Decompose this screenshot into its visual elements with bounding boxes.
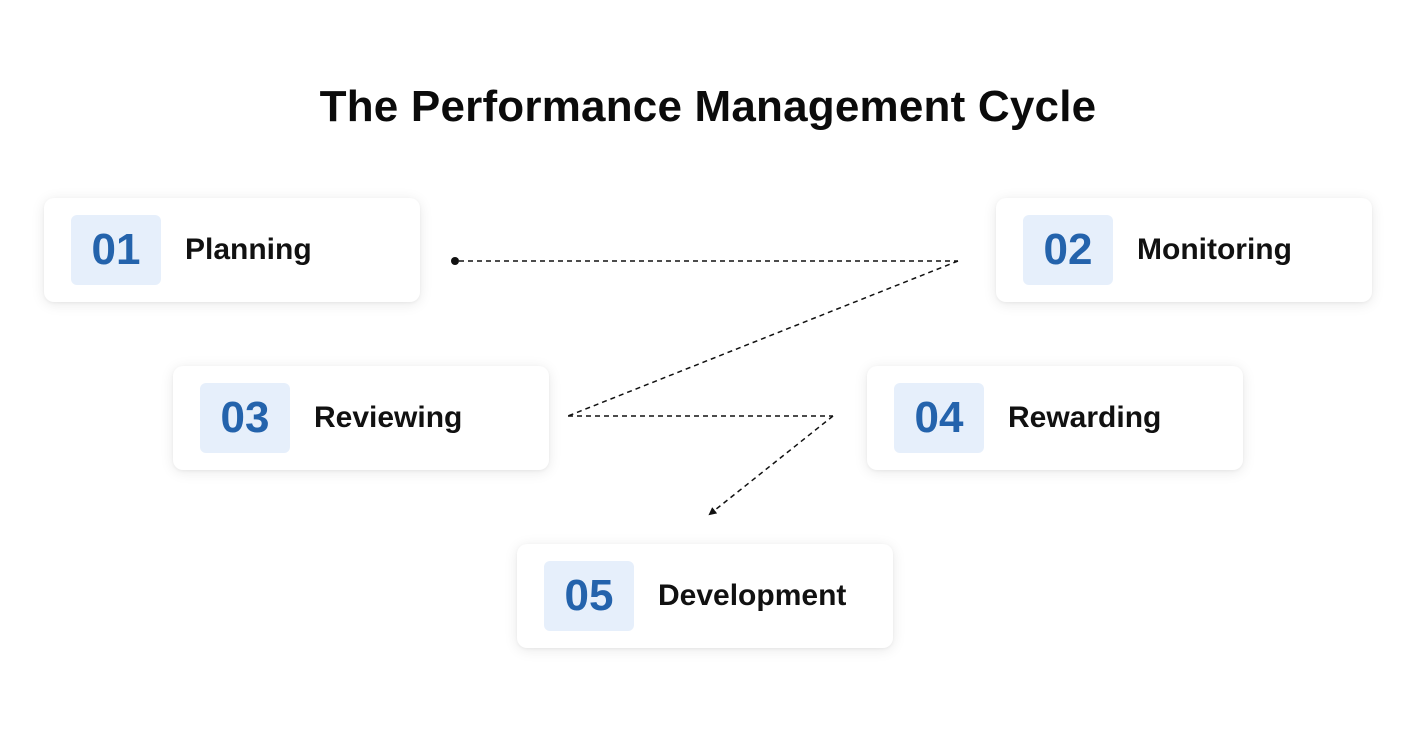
step-label: Reviewing	[314, 401, 463, 434]
connector-rewarding-to-development	[708, 415, 834, 516]
step-card-planning: 01 Planning	[44, 198, 420, 302]
step-label: Monitoring	[1137, 233, 1292, 266]
step-label: Rewarding	[1008, 401, 1162, 434]
step-card-development: 05 Development	[517, 544, 893, 648]
step-label: Development	[658, 579, 847, 612]
step-card-reviewing: 03 Reviewing	[173, 366, 549, 470]
step-number-badge: 05	[544, 561, 634, 631]
diagram-title: The Performance Management Cycle	[319, 82, 1097, 131]
step-card-rewarding: 04 Rewarding	[867, 366, 1243, 470]
step-label: Planning	[185, 233, 312, 266]
step-card-monitoring: 02 Monitoring	[996, 198, 1372, 302]
connector-monitoring-to-reviewing	[567, 260, 959, 417]
step-number-badge: 04	[894, 383, 984, 453]
step-number-badge: 03	[200, 383, 290, 453]
step-number-badge: 02	[1023, 215, 1113, 285]
step-number-badge: 01	[71, 215, 161, 285]
connector-start-dot	[451, 257, 459, 265]
